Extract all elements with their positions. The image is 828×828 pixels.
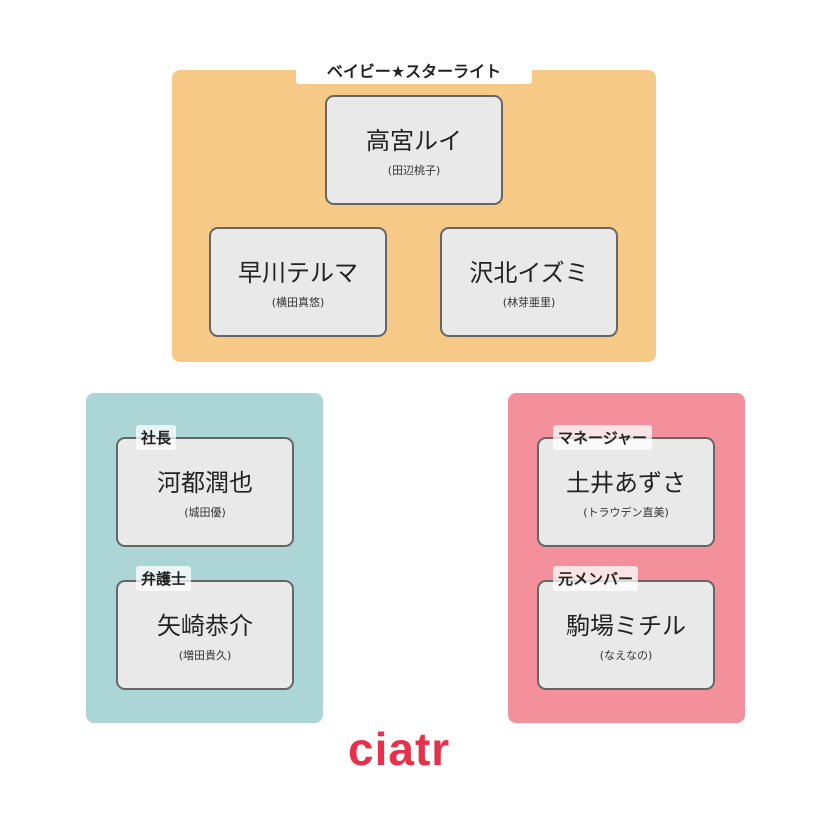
character-card: 河都潤也 (城田優) [116,437,294,547]
actor-name: (城田優) [184,506,226,519]
role-label: マネージャー [553,425,652,450]
actor-name: (トラウデン直美) [583,506,669,519]
actor-name: (増田貴久) [178,649,232,662]
character-name: 高宮ルイ [366,127,462,155]
character-name: 沢北イズミ [469,259,589,287]
character-card: 高宮ルイ (田辺桃子) [325,95,503,205]
character-name: 土井あずさ [566,469,686,497]
character-card: 矢崎恭介 (増田貴久) [116,580,294,690]
character-name: 河都潤也 [157,469,253,497]
role-label: 元メンバー [553,566,639,591]
character-name: 矢崎恭介 [157,612,253,640]
ciatr-logo: ciatr [348,723,451,775]
character-name: 早川テルマ [238,259,358,287]
character-card: 駒場ミチル (なえなの) [537,580,715,690]
character-card: 早川テルマ (横田真悠) [209,227,387,337]
character-card: 沢北イズミ (林芽亜里) [440,227,618,337]
actor-name: (横田真悠) [271,296,325,309]
actor-name: (林芽亜里) [502,296,556,309]
group-title: ベイビー★スターライト [296,56,532,84]
character-name: 駒場ミチル [566,612,686,640]
actor-name: (なえなの) [599,649,653,662]
character-card: 土井あずさ (トラウデン直美) [537,437,715,547]
role-label: 弁護士 [136,566,192,591]
actor-name: (田辺桃子) [387,164,441,177]
role-label: 社長 [136,425,177,450]
